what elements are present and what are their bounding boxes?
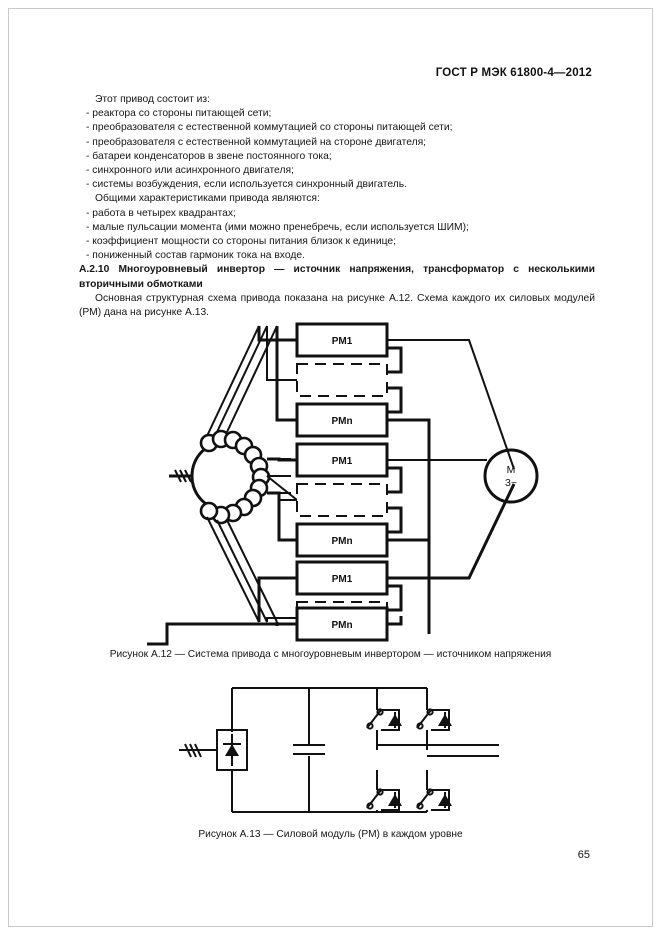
intro-line-1: Этот привод состоит из: bbox=[95, 94, 210, 105]
intro-line-2: Общими характеристиками привода являются… bbox=[95, 193, 320, 205]
standard-header: ГОСТ Р МЭК 61800-4—2012 bbox=[435, 67, 592, 79]
figure-a12-block-label-8: PMn bbox=[331, 620, 352, 631]
page-sheet: ГОСТ Р МЭК 61800-4—2012 Этот привод сост… bbox=[8, 8, 653, 927]
section-heading: А.2.10 Многоуровневый инвертор — источни… bbox=[79, 264, 595, 290]
motor-symbol: M 3~ bbox=[483, 448, 539, 504]
list1-item-1: - преобразователя с естественной коммута… bbox=[86, 122, 453, 134]
figure-a13-svg bbox=[179, 687, 499, 813]
list1-item-3: - батареи конденсаторов в звене постоянн… bbox=[86, 150, 332, 162]
figure-a12-svg: PM1 PMn PM1 PMn bbox=[169, 322, 539, 634]
motor-label-phase: 3~ bbox=[505, 477, 517, 489]
list2-item-2: - коэффициент мощности со стороны питани… bbox=[86, 236, 396, 248]
list1-item-4: - синхронного или асинхронного двигателя… bbox=[86, 165, 294, 177]
figure-a12-block-label-2: PMn bbox=[331, 416, 352, 427]
igbt-lower-right bbox=[416, 788, 452, 811]
list2-item-3: - пониженный состав гармоник тока на вхо… bbox=[86, 250, 305, 262]
list1-item-2: - преобразователя с естественной коммута… bbox=[86, 136, 427, 148]
figure-a13-caption: Рисунок А.13 — Силовой модуль (РМ) в каж… bbox=[198, 829, 463, 840]
transformer-symbol bbox=[169, 429, 271, 525]
list2-item-1: - малые пульсации момента (ими можно пре… bbox=[86, 221, 469, 233]
motor-label-m: M bbox=[507, 464, 516, 476]
figure-a12-diagram: PM1 PMn PM1 PMn bbox=[139, 304, 539, 634]
rectifier-block bbox=[216, 729, 248, 771]
igbt-lower-left bbox=[366, 788, 402, 811]
section-paragraph: Основная структурная схема привода показ… bbox=[79, 292, 595, 319]
list1-item-5: - системы возбуждения, если используется… bbox=[86, 179, 407, 191]
igbt-upper-left bbox=[366, 708, 402, 731]
page-number: 65 bbox=[577, 849, 590, 861]
body-text-block: Этот привод состоит из: - реактора со ст… bbox=[79, 93, 595, 320]
igbt-upper-right bbox=[416, 708, 452, 731]
dc-link-capacitor bbox=[293, 744, 325, 755]
list2-item-0: - работа в четырех квадрантах; bbox=[86, 207, 236, 219]
figure-a12-block-label-0: PM1 bbox=[332, 336, 353, 347]
figure-a12-block-label-3: PM1 bbox=[332, 456, 353, 467]
figure-a12-block-label-6: PM1 bbox=[332, 574, 353, 585]
figure-a12-caption: Рисунок А.12 — Система привода с многоур… bbox=[109, 649, 552, 660]
figure-a12-block-label-5: PMn bbox=[331, 536, 352, 547]
figure-a12-group3-last-block: PMn bbox=[139, 604, 439, 654]
list1-item-0: - реактора со стороны питающей сети; bbox=[86, 108, 272, 120]
figure-a13-diagram bbox=[159, 684, 519, 819]
